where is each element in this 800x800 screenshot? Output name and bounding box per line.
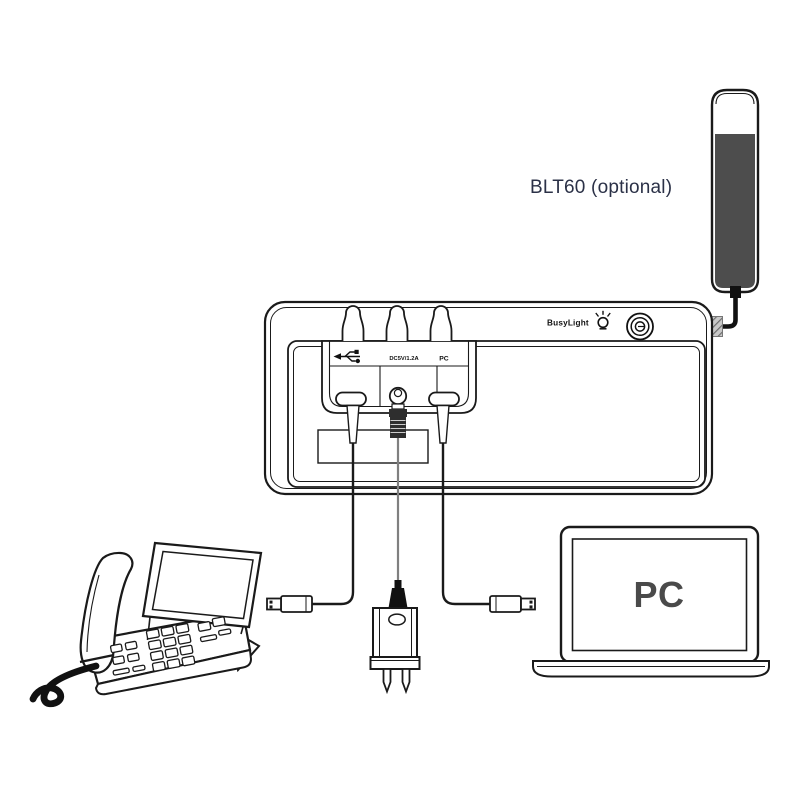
laptop-pc-label: PC [633,574,684,615]
phone-key [181,655,196,667]
phone-screen [151,550,254,620]
base-inner-panel-line [293,346,700,482]
plug-prong [401,668,411,695]
phone-key [162,636,177,648]
cable-hooks [341,305,453,341]
phone-key [132,664,146,673]
cable-hook [341,305,365,341]
phone-key [126,652,140,663]
laptop: PC [532,525,770,678]
busylight-icon [595,310,611,330]
audio-jack-icon [626,312,654,341]
phone-key [177,633,192,645]
power-connector [388,386,408,410]
phone-key [164,647,179,659]
cable-hook [385,305,409,341]
busylight-tower [710,88,760,294]
handset-line [86,574,100,653]
usb-connector-right [428,391,460,444]
usb-cable-to-phone [312,443,355,606]
strain-relief [388,588,408,608]
usb-plug-left [266,595,313,613]
adapter-oval [388,613,406,626]
cable-hook [429,305,453,341]
tower-cable-stub [730,286,741,298]
busylight-port-label: BusyLight [547,319,589,328]
laptop-screen [571,538,748,652]
base-inner-panel [287,340,706,488]
phone-key [166,658,181,670]
label-plate [317,429,429,464]
power-adapter [369,580,421,695]
phone-key [175,623,190,634]
plug-prong [382,668,392,695]
usb-icon [333,349,360,364]
phone-key [147,639,162,651]
power-port-label: DC5V/1.2A [389,356,419,362]
desk-phone [29,541,263,708]
phone-keypad [109,616,232,676]
cradle-line [79,653,115,664]
phone-key [151,660,166,672]
phone-key [211,616,226,628]
phone-body-front [94,648,253,696]
phone-key [179,644,194,656]
usb-cable-to-pc [441,443,490,606]
usb-plug-right [489,595,536,613]
power-cable-ferrite [389,409,407,438]
cable-nub [394,580,402,588]
cable-corner [722,296,738,329]
blt60-caption: BLT60 (optional) [530,177,672,198]
adapter-body [372,607,418,658]
phone-key [197,621,212,632]
usb-connector-left [335,391,367,444]
busylight-port: BusyLight [547,310,654,341]
phone-key [149,650,164,662]
phone-key [218,628,232,636]
phone-key [112,667,130,676]
pc-port-label: PC [439,356,449,363]
laptop-base [532,660,770,678]
phone-key [109,643,123,654]
handset-cord [29,662,100,708]
phone-key [160,625,175,637]
phone-key [145,628,160,640]
phone-key [112,655,126,665]
adapter-flange [369,656,421,670]
phone-key [124,640,138,651]
base-bevel-line [270,307,707,489]
tower-lid-line [715,92,755,105]
phone-key [199,634,218,643]
tower-dark-body [715,134,755,288]
speakerphone-base: DC5V/1.2A PC [263,300,714,496]
